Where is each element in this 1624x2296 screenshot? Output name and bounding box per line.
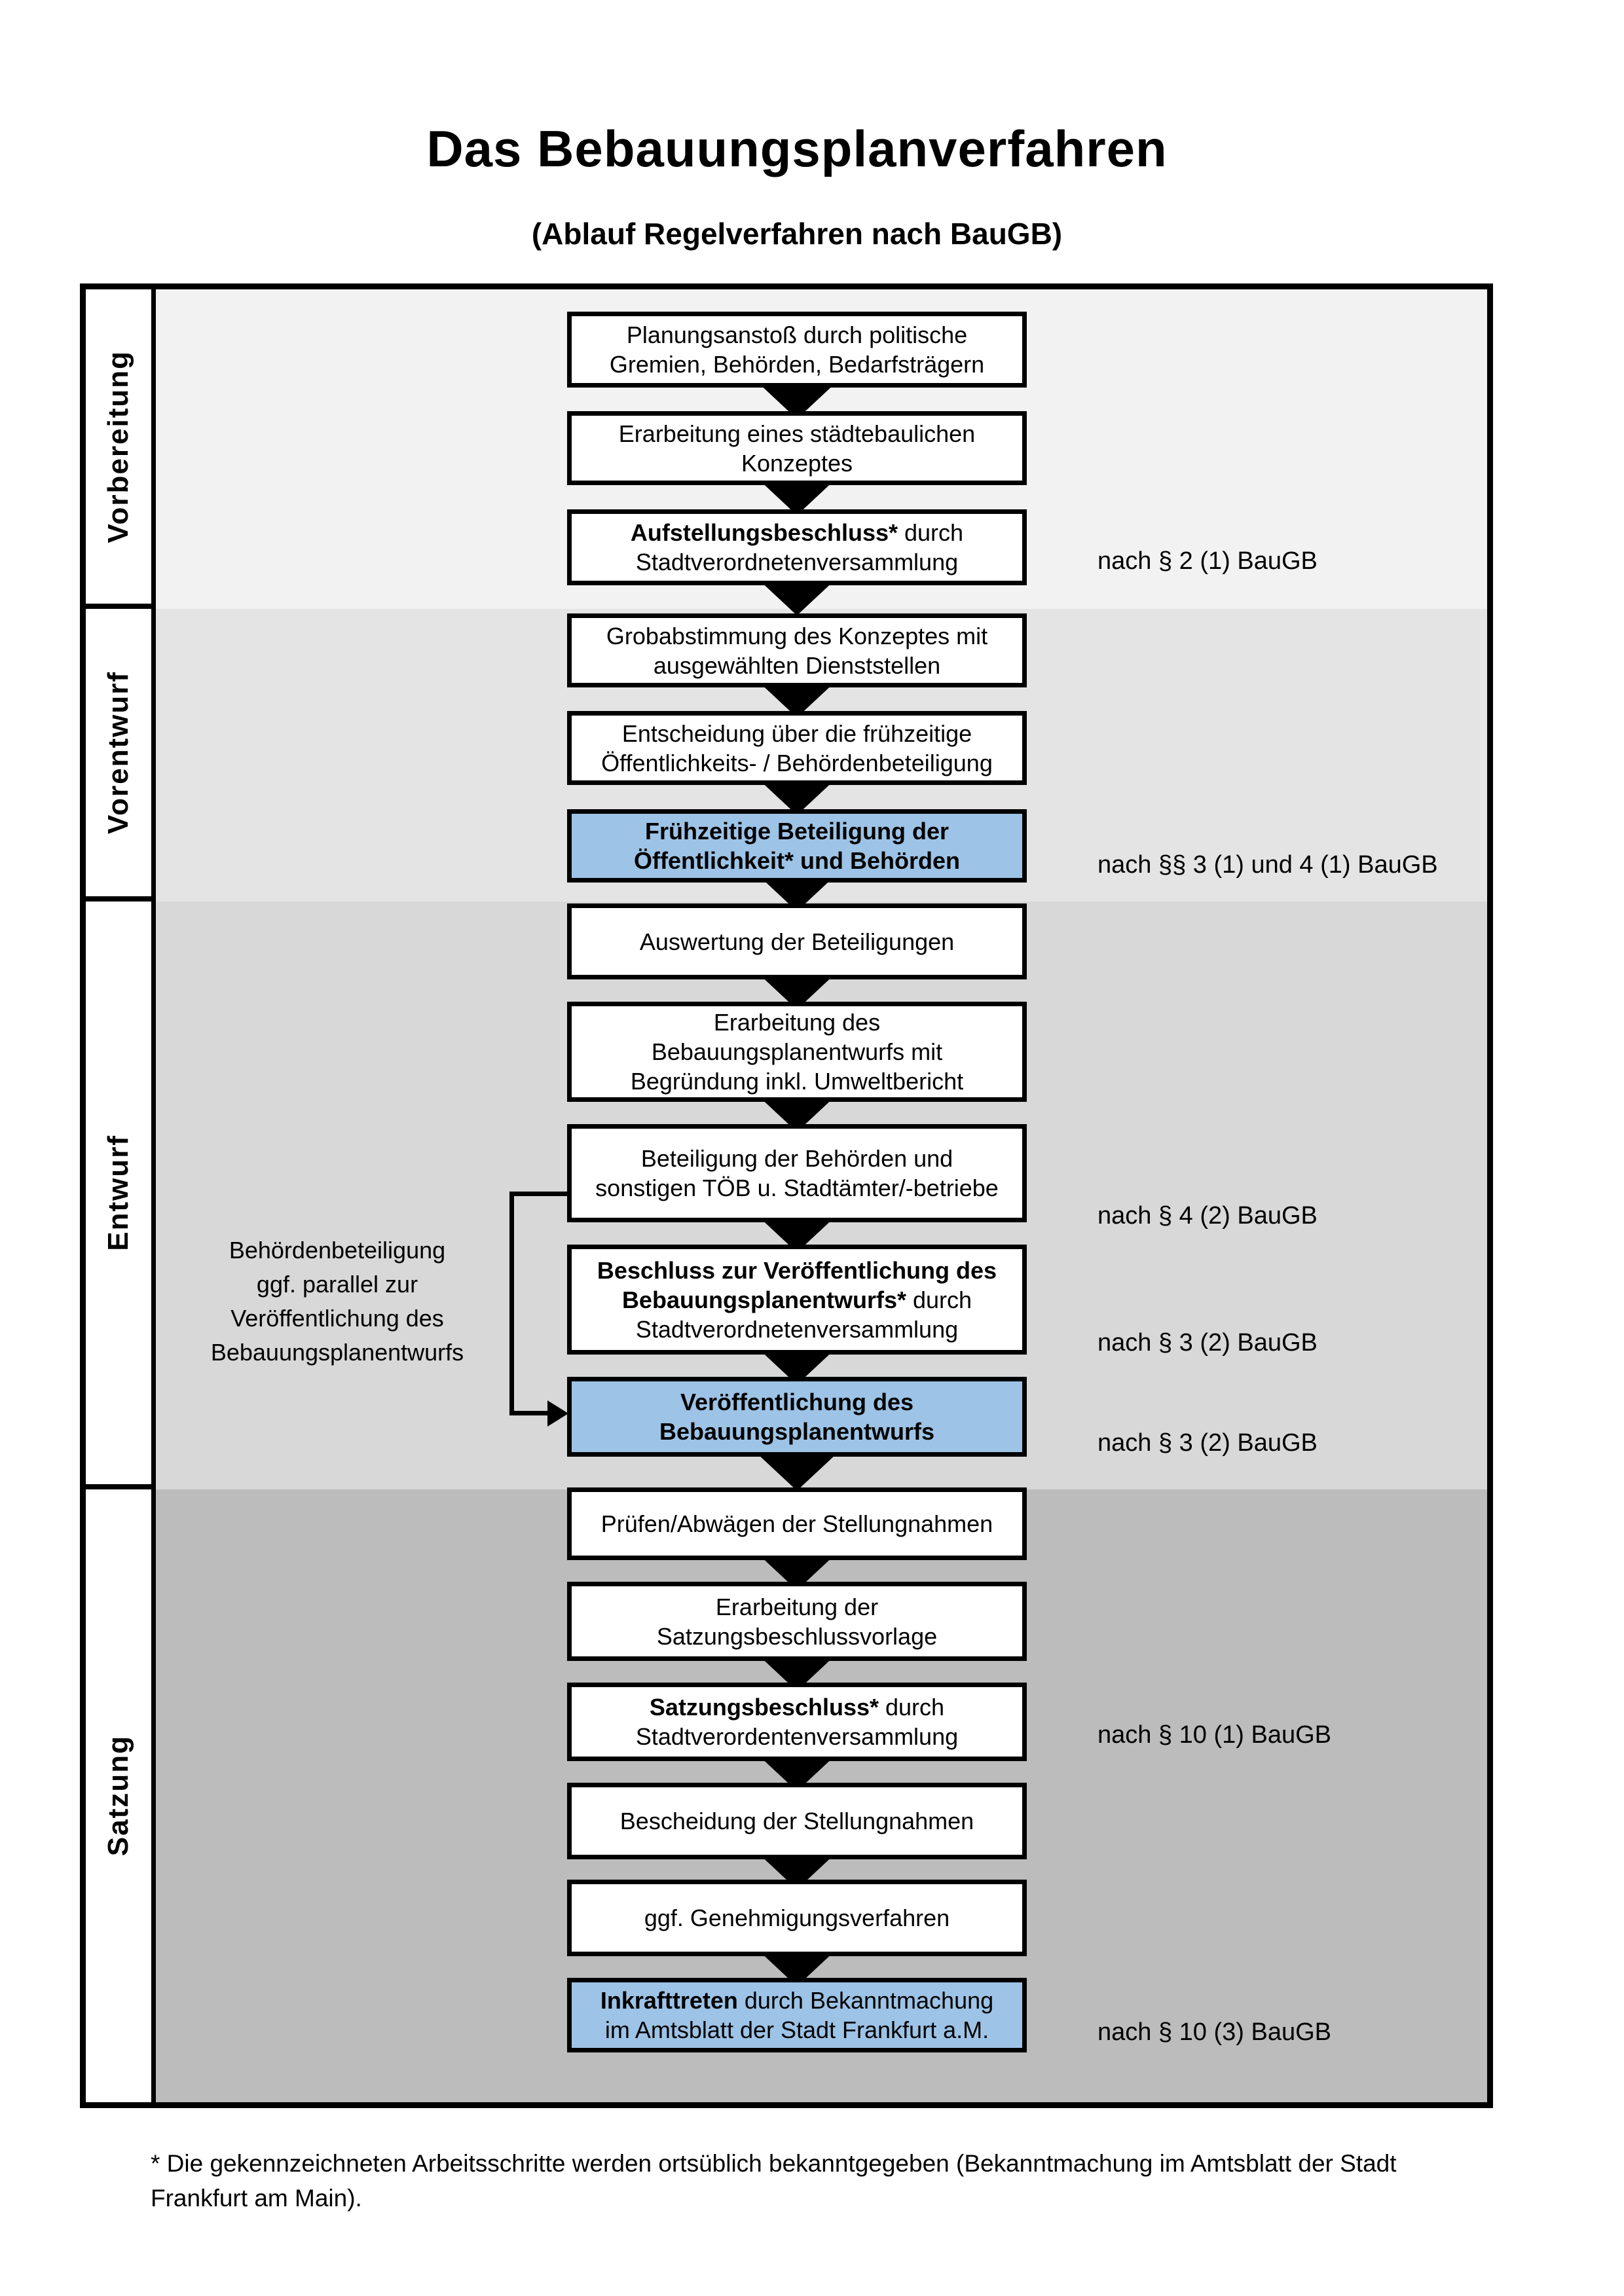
phase-cell-satzung: Satzung (86, 1489, 151, 2102)
box-pruefen-abwaegen: Prüfen/Abwägen der Stellungnahmen (567, 1487, 1027, 1560)
phase-label-entwurf: Entwurf (102, 1135, 134, 1251)
box-fruehzeitige-beteiligung: Frühzeitige Beteiligung der Öffentlichke… (567, 809, 1027, 883)
phase-label-vorbereitung: Vorbereitung (102, 350, 134, 543)
phase-cell-vorentwurf: Vorentwurf (86, 609, 151, 902)
box-entwurf-erarbeitung: Erarbeitung des Bebauungsplanentwurfs mi… (567, 1002, 1027, 1102)
legal-ref: nach § 10 (1) BauGB (1098, 1721, 1331, 1749)
legal-ref: nach § 2 (1) BauGB (1098, 547, 1318, 575)
box-satzungsvorlage: Erarbeitung der Satzungsbeschlussvorlage (567, 1582, 1027, 1661)
box-bescheidung: Bescheidung der Stellungnahmen (567, 1783, 1027, 1859)
phase-cell-entwurf: Entwurf (86, 902, 151, 1489)
footnote: * Die gekennzeichneten Arbeitsschritte w… (151, 2150, 1397, 2212)
page-title: Das Bebauungsplanverfahren (426, 120, 1168, 177)
phase-column: Vorbereitung Vorentwurf Entwurf Satzung (86, 289, 156, 2102)
legal-ref: nach §§ 3 (1) und 4 (1) BauGB (1098, 851, 1438, 879)
box-satzungsbeschluss: Satzungsbeschluss* durch Stadtverordente… (567, 1683, 1027, 1761)
phase-label-satzung: Satzung (102, 1735, 134, 1857)
box-inkrafttreten: Inkrafttreten durch Bekanntmachung im Am… (567, 1978, 1027, 2052)
box-auswertung: Auswertung der Beteiligungen (567, 903, 1027, 979)
right-arrow-icon (547, 1400, 568, 1427)
legal-ref: nach § 4 (2) BauGB (1098, 1202, 1318, 1230)
down-arrow-icon (758, 1454, 836, 1491)
box-planungsanstoss: Planungsanstoß durch politische Gremien,… (567, 312, 1027, 388)
side-annotation: Behördenbeteiligung ggf. parallel zur Ve… (210, 1237, 464, 1366)
page-subtitle: (Ablauf Regelverfahren nach BauGB) (531, 217, 1063, 251)
box-genehmigungsverfahren: ggf. Genehmigungsverfahren (567, 1880, 1027, 1956)
connector-line (509, 1411, 550, 1415)
phase-label-vorentwurf: Vorentwurf (102, 671, 134, 834)
box-staedtebauliches-konzept: Erarbeitung eines städtebaulichen Konzep… (567, 411, 1027, 485)
box-behoerdenbeteiligung: Beteiligung der Behörden und sonstigen T… (567, 1124, 1027, 1222)
legal-ref: nach § 10 (3) BauGB (1098, 2018, 1331, 2046)
box-entscheidung-beteiligung: Entscheidung über die frühzeitige Öffent… (567, 711, 1027, 785)
connector-line (509, 1192, 567, 1196)
box-grobabstimmung: Grobabstimmung des Konzeptes mit ausgewä… (567, 613, 1027, 687)
legal-ref: nach § 3 (2) BauGB (1098, 1429, 1318, 1457)
box-aufstellungsbeschluss: Aufstellungsbeschluss* durch Stadtverord… (567, 509, 1027, 585)
legal-ref: nach § 3 (2) BauGB (1098, 1329, 1318, 1357)
box-veroeffentlichung: Veröffentlichung des Bebauungsplanentwur… (567, 1377, 1027, 1457)
connector-line (509, 1192, 514, 1415)
phase-cell-vorbereitung: Vorbereitung (86, 289, 151, 609)
box-veroeffentlichungsbeschluss: Beschluss zur Veröffentlichung des Bebau… (567, 1245, 1027, 1355)
